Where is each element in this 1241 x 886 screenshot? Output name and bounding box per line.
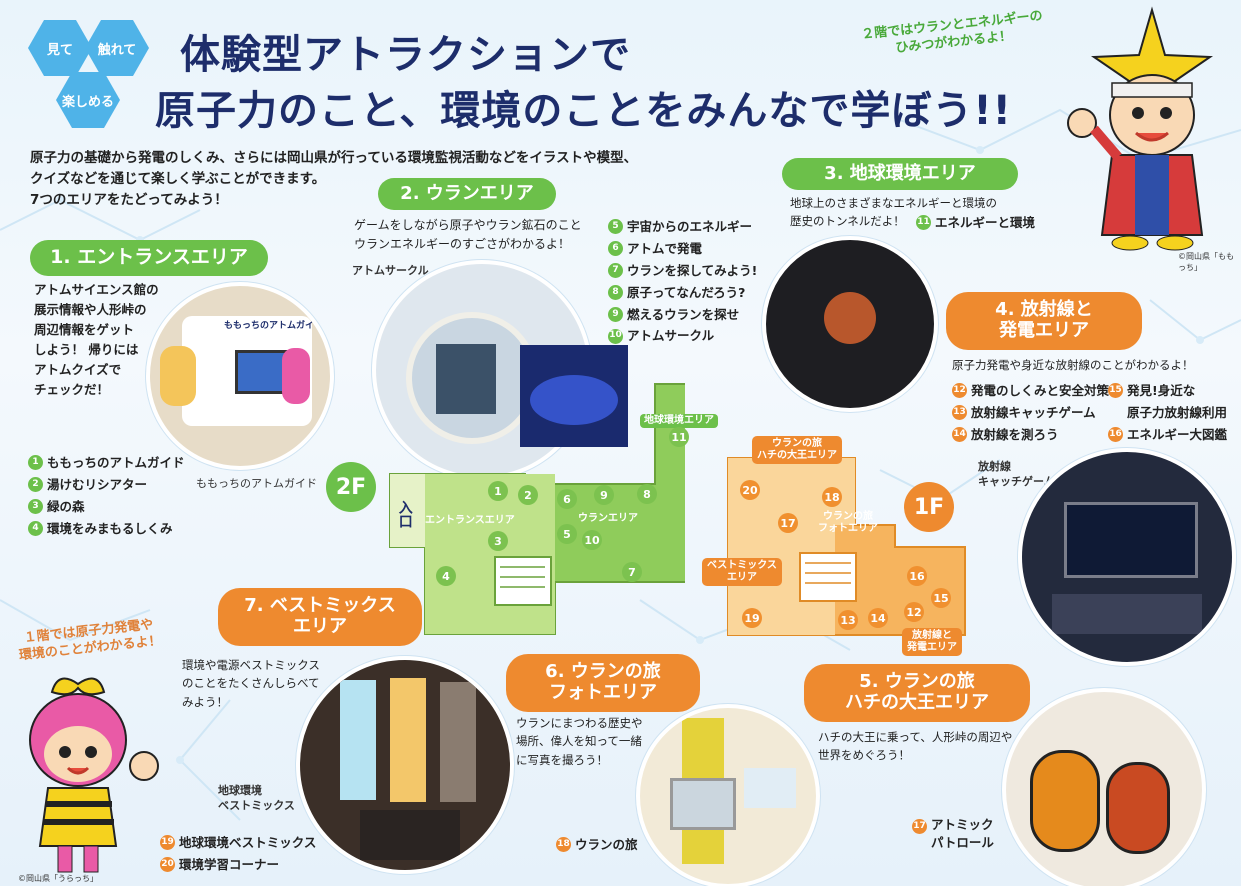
map-num: 6 — [557, 489, 577, 509]
map-num: 20 — [740, 480, 760, 500]
area2-caption: アトムサークル — [352, 264, 429, 277]
map-num: 7 — [622, 562, 642, 582]
area1-desc: アトムサイエンス館の 展示情報や人形峠の 周辺情報をゲット しよう！ 帰りには … — [34, 282, 159, 397]
momocchi-character-illustration — [1067, 6, 1214, 251]
area6-title: 6. ウランの旅 フォトエリア — [506, 654, 700, 712]
area6-photo — [636, 704, 820, 886]
map-num: 14 — [868, 608, 888, 628]
area5-title: 5. ウランの旅 ハチの大王エリア — [804, 664, 1030, 722]
map-label-uran-area: ウランエリア — [578, 513, 638, 524]
credit-uracchi: ©岡山県「うらっち」 — [18, 874, 98, 883]
floor-badge-2f: 2F — [326, 462, 376, 512]
map-num: 4 — [436, 566, 456, 586]
map-num: 1 — [488, 481, 508, 501]
area1-title: 1. エントランスエリア — [30, 240, 268, 276]
area5-photo — [1002, 688, 1206, 886]
area4-caption: 放射線 キャッチゲーム — [978, 460, 1055, 488]
map-label-global-area: 地球環境エリア — [640, 414, 718, 428]
area7-desc: 環境や電源ベストミックス のことをたくさんしらべて みよう！ — [182, 658, 320, 709]
area2-title: 2. ウランエリア — [378, 178, 556, 210]
floor-badge-1f: 1F — [904, 482, 954, 532]
map-entrance-label: 入口 — [396, 500, 413, 528]
map-label-hachi: ウランの旅 ハチの大王エリア — [752, 436, 842, 464]
map-num: 9 — [594, 485, 614, 505]
map-num: 12 — [904, 602, 924, 622]
map-label-radiation: 放射線と 発電エリア — [902, 628, 962, 656]
title-line-2: 原子力のこと、環境のことをみんなで学ぼう!! — [155, 88, 1012, 134]
credit-momocchi: ©岡山県「ももっち」 — [1178, 252, 1234, 272]
area4-item: 原子力放射線利用 — [1127, 404, 1228, 420]
map-num: 17 — [778, 513, 798, 533]
map-label-photo: ウランの旅 フォトエリア — [818, 511, 878, 534]
map-num: 18 — [822, 487, 842, 507]
map-num: 2 — [518, 485, 538, 505]
intro-text: 原子力の基礎から発電のしくみ、さらには岡山県が行っている環境監視活動などをイラス… — [30, 150, 638, 208]
area4-photo — [1018, 448, 1236, 666]
area1-photo-sign: ももっちのアトムガイド — [224, 321, 324, 331]
uracchi-character-illustration — [29, 677, 159, 873]
area7-photo — [296, 656, 514, 874]
area4-title: 4. 放射線と 発電エリア — [946, 292, 1142, 350]
area2-desc: ゲームをしながら原子やウラン鉱石のこと ウランエネルギーのすごさがわかるよ！ — [354, 218, 582, 252]
area1-caption: ももっちのアトムガイド — [196, 477, 317, 490]
map-num: 13 — [838, 610, 858, 630]
map-num: 15 — [931, 588, 951, 608]
floor-map-2f — [389, 383, 685, 635]
map-label-entrance-area: エントランスエリア — [425, 515, 515, 526]
map-num: 11 — [669, 427, 689, 447]
area2-inset-photo — [520, 345, 628, 447]
map-num: 8 — [637, 484, 657, 504]
area1-photo: ももっちのアトムガイド — [146, 282, 334, 470]
title-line-1: 体験型アトラクションで — [180, 32, 631, 78]
map-num: 19 — [742, 608, 762, 628]
area3-title: 3. 地球環境エリア — [782, 158, 1018, 190]
area6-desc: ウランにまつわる歴史や 場所、偉人を知って一緒 に写真を撮ろう！ — [516, 716, 643, 767]
map-num: 3 — [488, 531, 508, 551]
area5-desc: ハチの大王に乗って、人形峠の周辺や 世界をめぐろう！ — [818, 730, 1013, 763]
map-num: 16 — [907, 566, 927, 586]
area3-photo — [762, 236, 938, 412]
area4-desc: 原子力発電や身近な放射線のことがわかるよ！ — [952, 358, 1194, 372]
map-label-bestmix: ベストミックス エリア — [702, 558, 782, 586]
area7-caption: 地球環境 ベストミックス — [218, 784, 295, 812]
map-num: 5 — [557, 524, 577, 544]
area7-title: 7. ベストミックス エリア — [218, 588, 422, 646]
area3-desc: 地球上のさまざまなエネルギーと環境の 歴史のトンネルだよ！ — [790, 196, 997, 229]
map-num: 10 — [582, 530, 602, 550]
